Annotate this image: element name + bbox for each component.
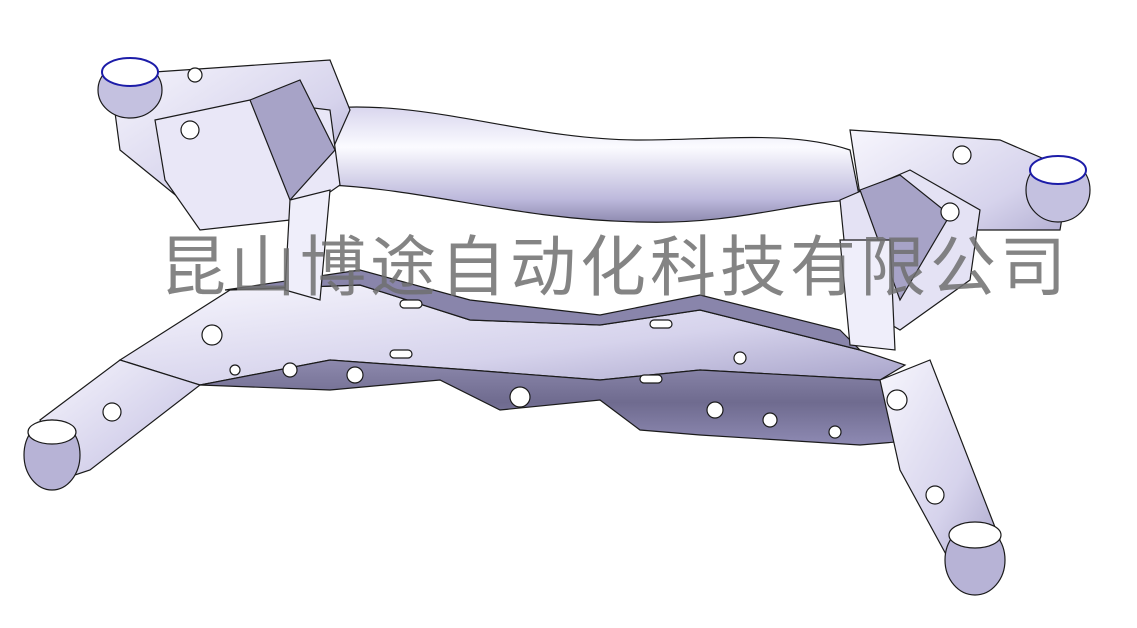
left-post bbox=[284, 189, 331, 301]
bushing-rear-left bbox=[97, 57, 163, 119]
bushing-front-left bbox=[23, 419, 81, 491]
rear-crossmember bbox=[309, 106, 861, 223]
bushing-front-right bbox=[944, 521, 1006, 596]
front-beam-plate bbox=[199, 359, 922, 446]
mounting-holes bbox=[102, 67, 972, 505]
bushing-rear-right bbox=[1025, 155, 1091, 223]
slots bbox=[389, 299, 673, 384]
left-bracket-web bbox=[249, 79, 336, 202]
right-post bbox=[839, 239, 896, 351]
